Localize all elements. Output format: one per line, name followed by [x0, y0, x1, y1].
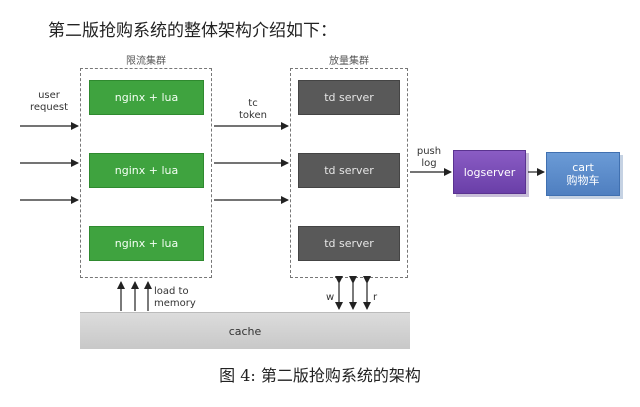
- tc-token-label: tc token: [228, 98, 278, 122]
- push-log-line1: push: [416, 146, 442, 157]
- td-server-box-2: td server: [298, 153, 400, 188]
- load-to-memory-line2: memory: [154, 298, 196, 309]
- push-log-line2: log: [421, 158, 437, 169]
- user-request-label: user request: [22, 90, 76, 114]
- td-server-box-1: td server: [298, 80, 400, 115]
- limit-cluster-title: 限流集群: [126, 56, 166, 67]
- load-to-memory-line1: load to: [154, 286, 189, 297]
- read-label: r: [373, 292, 378, 303]
- diagram-heading: 第二版抢购系统的整体架构介绍如下：: [48, 21, 337, 41]
- release-cluster-title: 放量集群: [329, 56, 369, 67]
- cache-bar: cache: [80, 312, 410, 349]
- logserver-box: logserver: [453, 150, 526, 194]
- user-request-line1: user: [38, 90, 60, 101]
- push-log-label: push log: [410, 146, 448, 170]
- nginx-lua-box-1: nginx + lua: [89, 80, 204, 115]
- tc-token-line2: token: [239, 110, 267, 121]
- cart-box: cart 购物车: [546, 152, 620, 196]
- limit-cluster: [80, 68, 212, 278]
- cart-label-cn: 购物车: [566, 174, 600, 187]
- cart-label: cart: [572, 161, 594, 174]
- load-to-memory-label: load to memory: [154, 286, 196, 310]
- user-request-line2: request: [29, 102, 68, 113]
- nginx-lua-box-3: nginx + lua: [89, 226, 204, 261]
- nginx-lua-box-2: nginx + lua: [89, 153, 204, 188]
- tc-token-line1: tc: [248, 98, 258, 109]
- write-label: w: [326, 292, 335, 303]
- figure-caption: 图 4: 第二版抢购系统的架构: [219, 366, 421, 385]
- td-server-box-3: td server: [298, 226, 400, 261]
